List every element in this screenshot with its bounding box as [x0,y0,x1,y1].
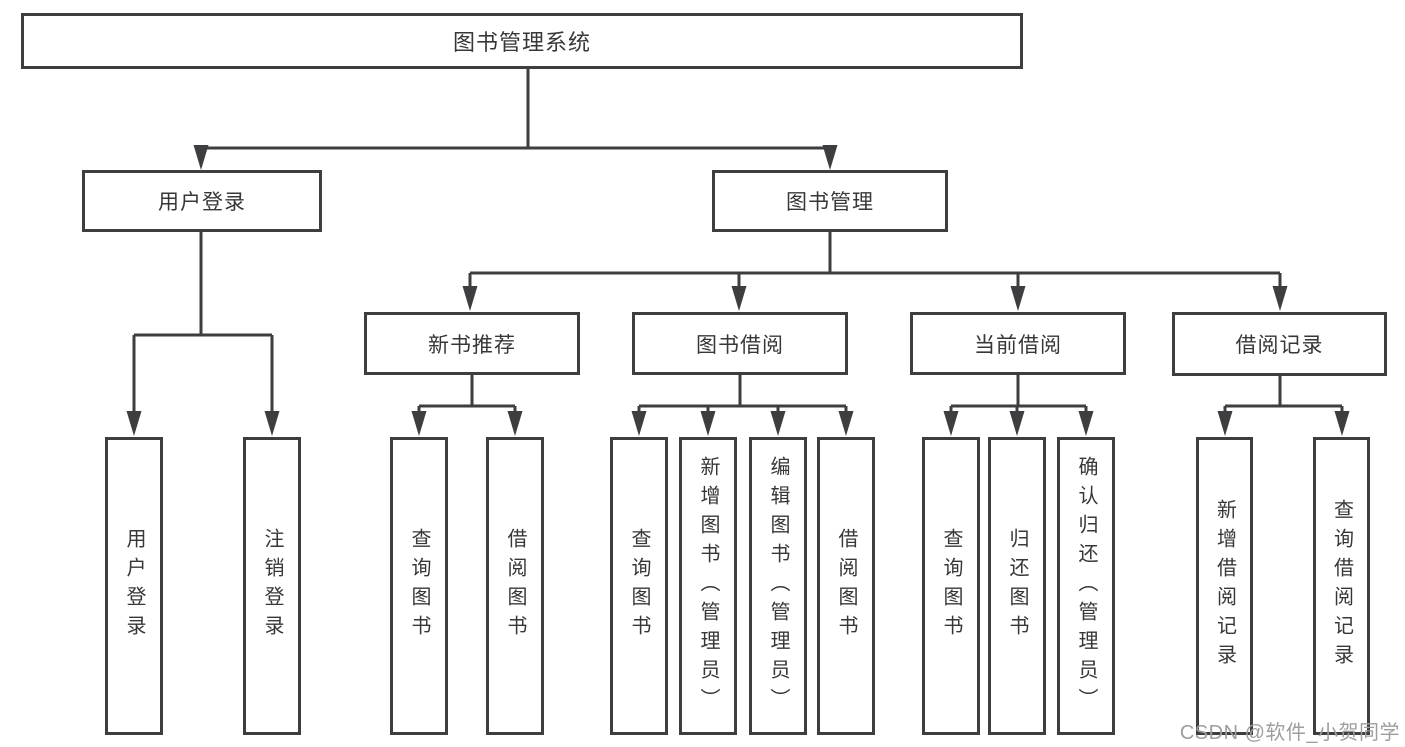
tree-connector-paths [132,69,1344,414]
leaf-br-query-record: 查询借阅记录 [1313,437,1370,735]
leaf-logout: 注销登录 [243,437,301,735]
leaf-bb-edit-books-admin: 编辑图书（管理员） [749,437,807,735]
node-borrow-records: 借阅记录 [1172,312,1387,376]
leaf-nbr-borrow-books: 借阅图书 [486,437,544,735]
node-user-login: 用户登录 [82,170,322,232]
node-book-management: 图书管理 [712,170,948,232]
leaf-cb-return-books: 归还图书 [988,437,1046,735]
leaf-cb-confirm-return-admin: 确认归还（管理员） [1057,437,1115,735]
watermark: CSDN @软件_小贺同学 [1179,722,1400,744]
node-new-book-recommend: 新书推荐 [364,312,580,375]
leaf-cb-query-books: 查询图书 [922,437,980,735]
leaf-bb-add-books-admin: 新增图书（管理员） [679,437,737,735]
node-book-borrow: 图书借阅 [632,312,848,375]
leaf-bb-borrow-books: 借阅图书 [817,437,875,735]
leaf-user-login: 用户登录 [105,437,163,735]
leaf-bb-query-books: 查询图书 [610,437,668,735]
leaf-nbr-query-books: 查询图书 [390,437,448,735]
node-root: 图书管理系统 [21,13,1023,69]
node-current-borrow: 当前借阅 [910,312,1126,375]
leaf-br-add-record: 新增借阅记录 [1196,437,1253,735]
